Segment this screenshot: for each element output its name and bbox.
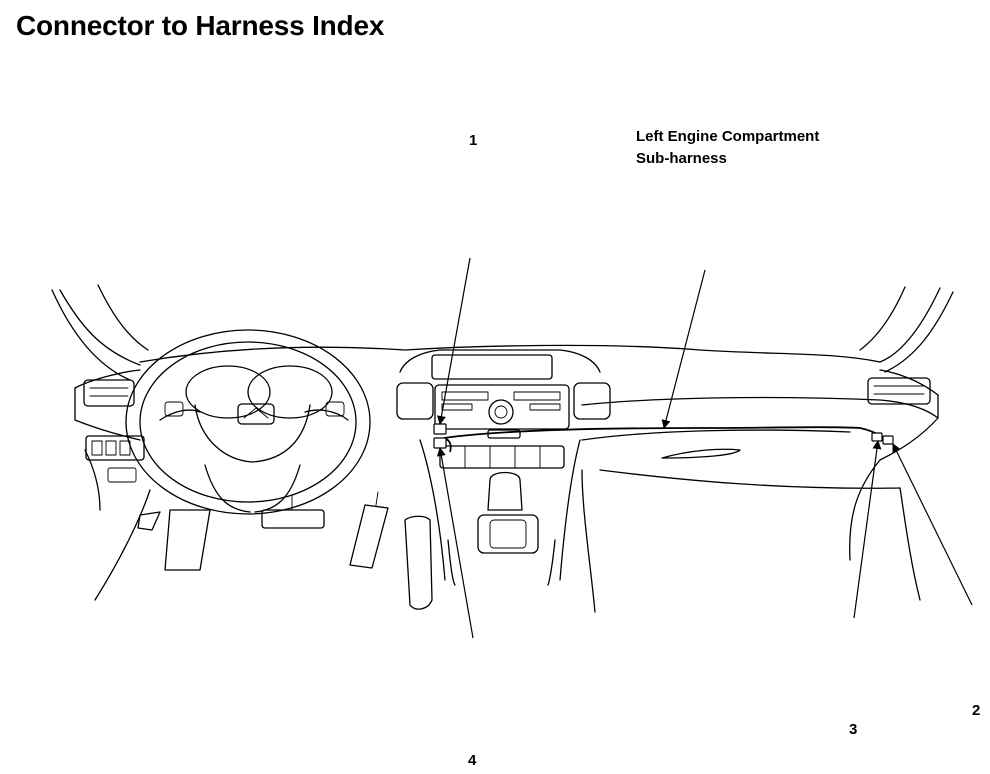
left-switch-panel bbox=[85, 435, 145, 483]
callout-2: 2 bbox=[972, 702, 981, 719]
leader-line-harness bbox=[661, 269, 706, 429]
windshield-frame bbox=[51, 284, 954, 381]
connector-3[interactable] bbox=[871, 432, 883, 442]
connector-4[interactable] bbox=[433, 437, 447, 449]
callout-4: 4 bbox=[468, 752, 477, 769]
callout-3: 3 bbox=[849, 721, 858, 738]
callout-harness-line1: Left Engine Compartment bbox=[636, 128, 820, 145]
callout-harness-line2: Sub-harness bbox=[636, 150, 727, 167]
gear-shifter bbox=[447, 471, 556, 586]
page-title: Connector to Harness Index bbox=[16, 10, 385, 41]
pedals bbox=[137, 491, 389, 571]
center-stack bbox=[396, 349, 611, 581]
lower-dash bbox=[94, 448, 921, 613]
dashboard-top bbox=[74, 344, 939, 511]
leader-line-4 bbox=[436, 447, 474, 639]
right-vent bbox=[867, 377, 931, 405]
steering-wheel bbox=[125, 329, 371, 515]
leader-line-3 bbox=[853, 440, 882, 619]
left-vent bbox=[83, 379, 135, 407]
connector-1[interactable] bbox=[433, 423, 447, 435]
connector-2[interactable] bbox=[882, 435, 894, 445]
callout-1: 1 bbox=[469, 132, 478, 149]
leader-line-2 bbox=[892, 443, 973, 606]
leader-line-1 bbox=[436, 257, 471, 425]
